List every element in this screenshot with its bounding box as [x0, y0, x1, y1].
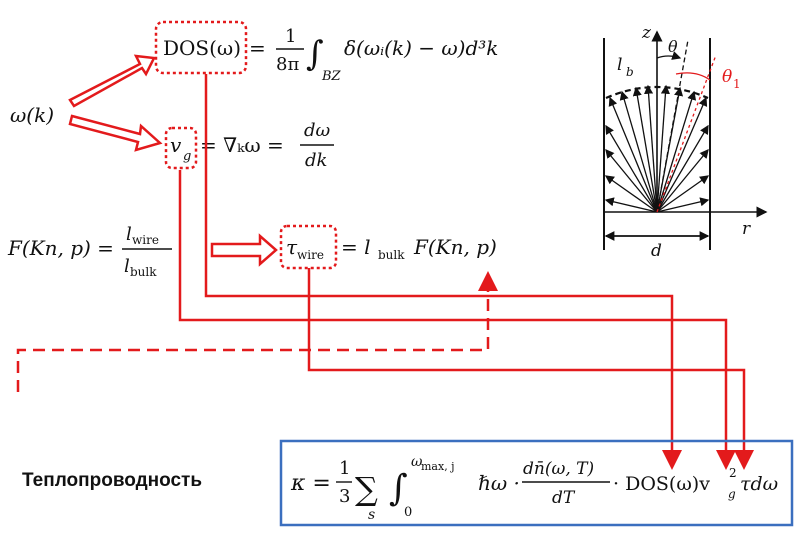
- kappa-integral: ∫: [389, 468, 408, 509]
- kappa-dn-num: dn̄(ω, T): [523, 459, 594, 479]
- kappa-tail-dos: · DOS(ω)v: [613, 473, 710, 495]
- kappa-int-lower: 0: [404, 505, 412, 520]
- kappa-tail-vg-sup: 2: [729, 466, 737, 480]
- theta1-dashed-line: [656, 54, 717, 213]
- ray-0: [604, 197, 658, 213]
- F-num-sub: wire: [132, 233, 159, 247]
- omega-k-label: ω(k): [10, 103, 54, 127]
- vg-box-label: v: [170, 133, 182, 157]
- dashed-feedback-line: [16, 271, 498, 392]
- line-tau-to-kappa: [307, 268, 754, 470]
- theta-arc: [656, 51, 682, 60]
- F-den: l: [124, 256, 130, 277]
- lb-sub: b: [626, 65, 634, 79]
- wire-diagram: z r θ θ 1 l b d: [603, 23, 768, 261]
- theta-dashed-line: [656, 39, 689, 213]
- vg-box-sub: g: [183, 149, 191, 164]
- tau-box-label: τ: [286, 235, 298, 259]
- routing-lines: [178, 74, 754, 470]
- kappa-hbar: ℏω ·: [478, 471, 520, 495]
- kappa-sum: ∑: [355, 470, 378, 508]
- dos-integral-sign: ∫: [306, 34, 324, 74]
- tau-rhs: = l: [341, 235, 371, 259]
- arrow-F-to-tau: [210, 233, 278, 267]
- ray-4: [608, 96, 658, 213]
- vg-box: [164, 126, 198, 170]
- vg-rhs: = ∇ₖω =: [200, 133, 284, 157]
- ray-3: [605, 124, 658, 213]
- kappa-frac-num: 1: [339, 458, 350, 479]
- theta1-sub: 1: [733, 77, 741, 91]
- ray-14: [656, 175, 710, 213]
- vg-frac-den: dk: [305, 150, 327, 171]
- ray-5: [619, 90, 658, 213]
- kappa-lhs: κ =: [290, 471, 331, 496]
- ray-2: [605, 148, 658, 213]
- F-num: l: [126, 224, 132, 245]
- dos-integrand: δ(ωᵢ(k) − ω)d³k: [344, 36, 498, 60]
- kappa-tail-vg-sub: g: [728, 487, 736, 501]
- ray-1: [604, 175, 658, 213]
- ray-7: [644, 84, 658, 213]
- dos-integral-sub: BZ: [321, 69, 342, 84]
- kappa-int-upper: ω: [411, 454, 423, 470]
- ray-8: [656, 84, 670, 213]
- ray-12: [656, 124, 709, 213]
- kappa-int-upper-sub: max, j: [421, 460, 455, 473]
- dos-box: [154, 20, 248, 75]
- vg-frac-num: dω: [304, 120, 331, 141]
- dos-frac-num: 1: [285, 26, 296, 47]
- theta1-arc: [675, 72, 711, 81]
- kappa-frac-den: 3: [339, 486, 350, 507]
- ray-6: [632, 86, 658, 213]
- ray-13: [656, 148, 709, 213]
- kappa-tail-end: τdω: [740, 473, 778, 495]
- d-label: d: [651, 241, 662, 261]
- line-vg-to-kappa: [178, 170, 736, 470]
- lb-label: l: [617, 55, 622, 75]
- theta1-label: θ: [722, 67, 732, 87]
- ray-11: [656, 96, 708, 213]
- F-lhs: F(Kn, p) =: [7, 236, 114, 260]
- ray-15: [656, 197, 710, 213]
- arrow-omega-to-dos: [68, 54, 156, 108]
- ray-10: [656, 90, 697, 213]
- thermal-conductivity-label: Теплопроводность: [22, 470, 203, 491]
- r-axis-label: r: [742, 219, 751, 239]
- tau-box-sub: wire: [297, 248, 324, 262]
- theta-label: θ: [668, 37, 678, 56]
- dos-equals: =: [249, 36, 266, 60]
- kappa-sum-sub: s: [368, 507, 375, 523]
- line-dos-to-kappa: [204, 74, 682, 470]
- ray-fan: [604, 84, 710, 213]
- mean-free-path-arc: [605, 85, 709, 100]
- z-axis-label: z: [641, 23, 652, 43]
- tau-rhs-sub: bulk: [378, 248, 405, 262]
- tau-rhs-tail: F(Kn, p): [413, 235, 497, 259]
- dos-box-label: DOS(ω): [163, 36, 241, 60]
- kappa-box: [279, 439, 794, 527]
- dos-frac-den: 8π: [276, 54, 299, 75]
- tau-box: [279, 224, 338, 270]
- kappa-dn-den: dT: [552, 488, 576, 508]
- arrow-omega-to-vg: [68, 114, 163, 152]
- F-den-sub: bulk: [130, 265, 157, 279]
